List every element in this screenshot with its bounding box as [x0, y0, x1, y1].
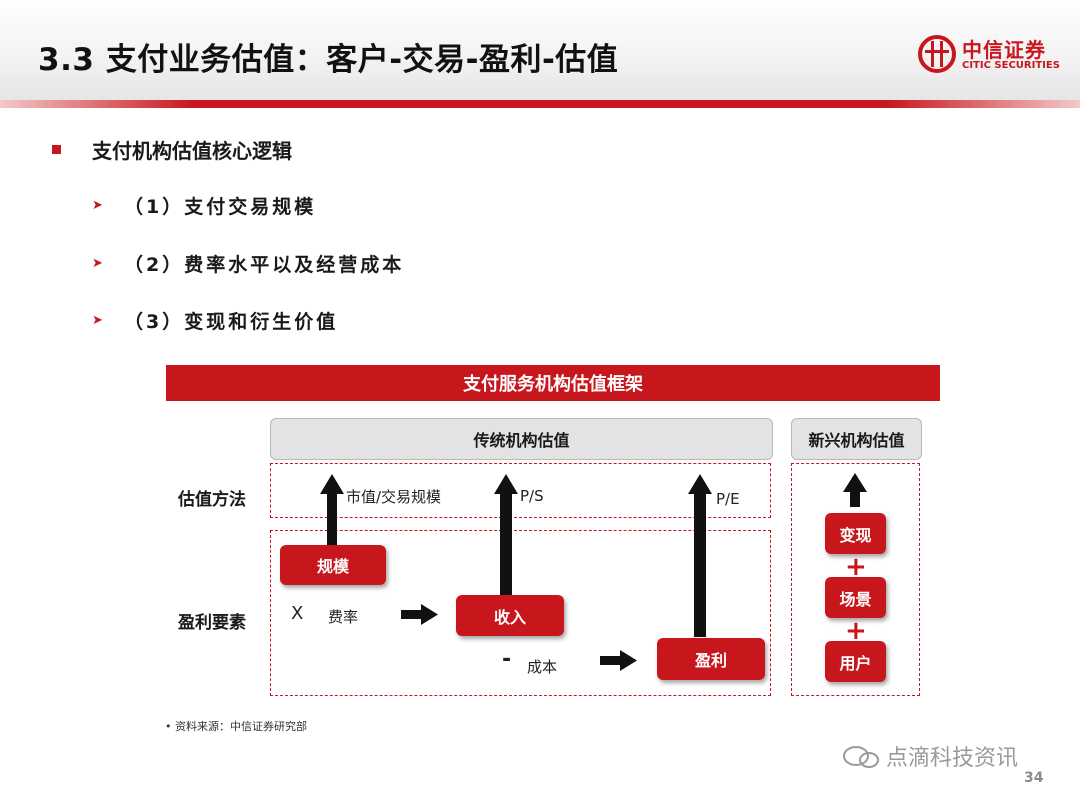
framework-banner: 支付服务机构估值框架 [166, 365, 940, 401]
logo-text-cn: 中信证券 [962, 38, 1046, 62]
op-fee-label: 费率 [328, 608, 359, 626]
op-cost-label: 成本 [527, 658, 558, 676]
bullet-square-icon [52, 145, 61, 154]
bullet-item-3: （3）变现和衍生价值 [124, 311, 339, 333]
valuation-method-region [270, 463, 771, 518]
box-scale: 规模 [280, 545, 386, 585]
op-multiply: X [291, 603, 304, 624]
emerging-header: 新兴机构估值 [791, 418, 922, 460]
citic-logo-icon [918, 35, 956, 73]
row-label-profit: 盈利要素 [178, 613, 246, 633]
method-label-3: P/E [716, 490, 740, 508]
bullet-arrow-icon: ➤ [92, 313, 103, 328]
method-label-1: 市值/交易规模 [346, 488, 442, 506]
watermark-text: 点滴科技资讯 [886, 746, 1019, 771]
bullet-arrow-icon: ➤ [92, 256, 103, 271]
page-title: 3.3 支付业务估值：客户-交易-盈利-估值 [38, 42, 619, 78]
bullet-main: 支付机构估值核心逻辑 [92, 139, 292, 163]
profit-factor-region [270, 530, 771, 696]
box-revenue: 收入 [456, 595, 564, 636]
bullet-arrow-icon: ➤ [92, 198, 103, 213]
header-band [0, 0, 1080, 100]
row-label-valuation: 估值方法 [178, 490, 246, 510]
op-minus: - [502, 647, 512, 672]
header-divider [0, 100, 1080, 108]
wechat-icon [843, 746, 879, 768]
box-monetize: 变现 [825, 513, 886, 554]
bullet-item-1: （1）支付交易规模 [124, 196, 317, 218]
logo-text-en: CITIC SECURITIES [962, 60, 1060, 71]
box-scenario: 场景 [825, 577, 886, 618]
box-user: 用户 [825, 641, 886, 682]
plus-icon: + [845, 616, 867, 646]
box-profit: 盈利 [657, 638, 765, 680]
emerging-region [791, 463, 920, 696]
bullet-item-2: （2）费率水平以及经营成本 [124, 254, 405, 276]
plus-icon: + [845, 552, 867, 582]
page-number: 34 [1024, 770, 1044, 786]
source-note: • 资料来源：中信证券研究部 [165, 720, 307, 733]
method-label-2: P/S [520, 487, 544, 505]
traditional-header: 传统机构估值 [270, 418, 773, 460]
